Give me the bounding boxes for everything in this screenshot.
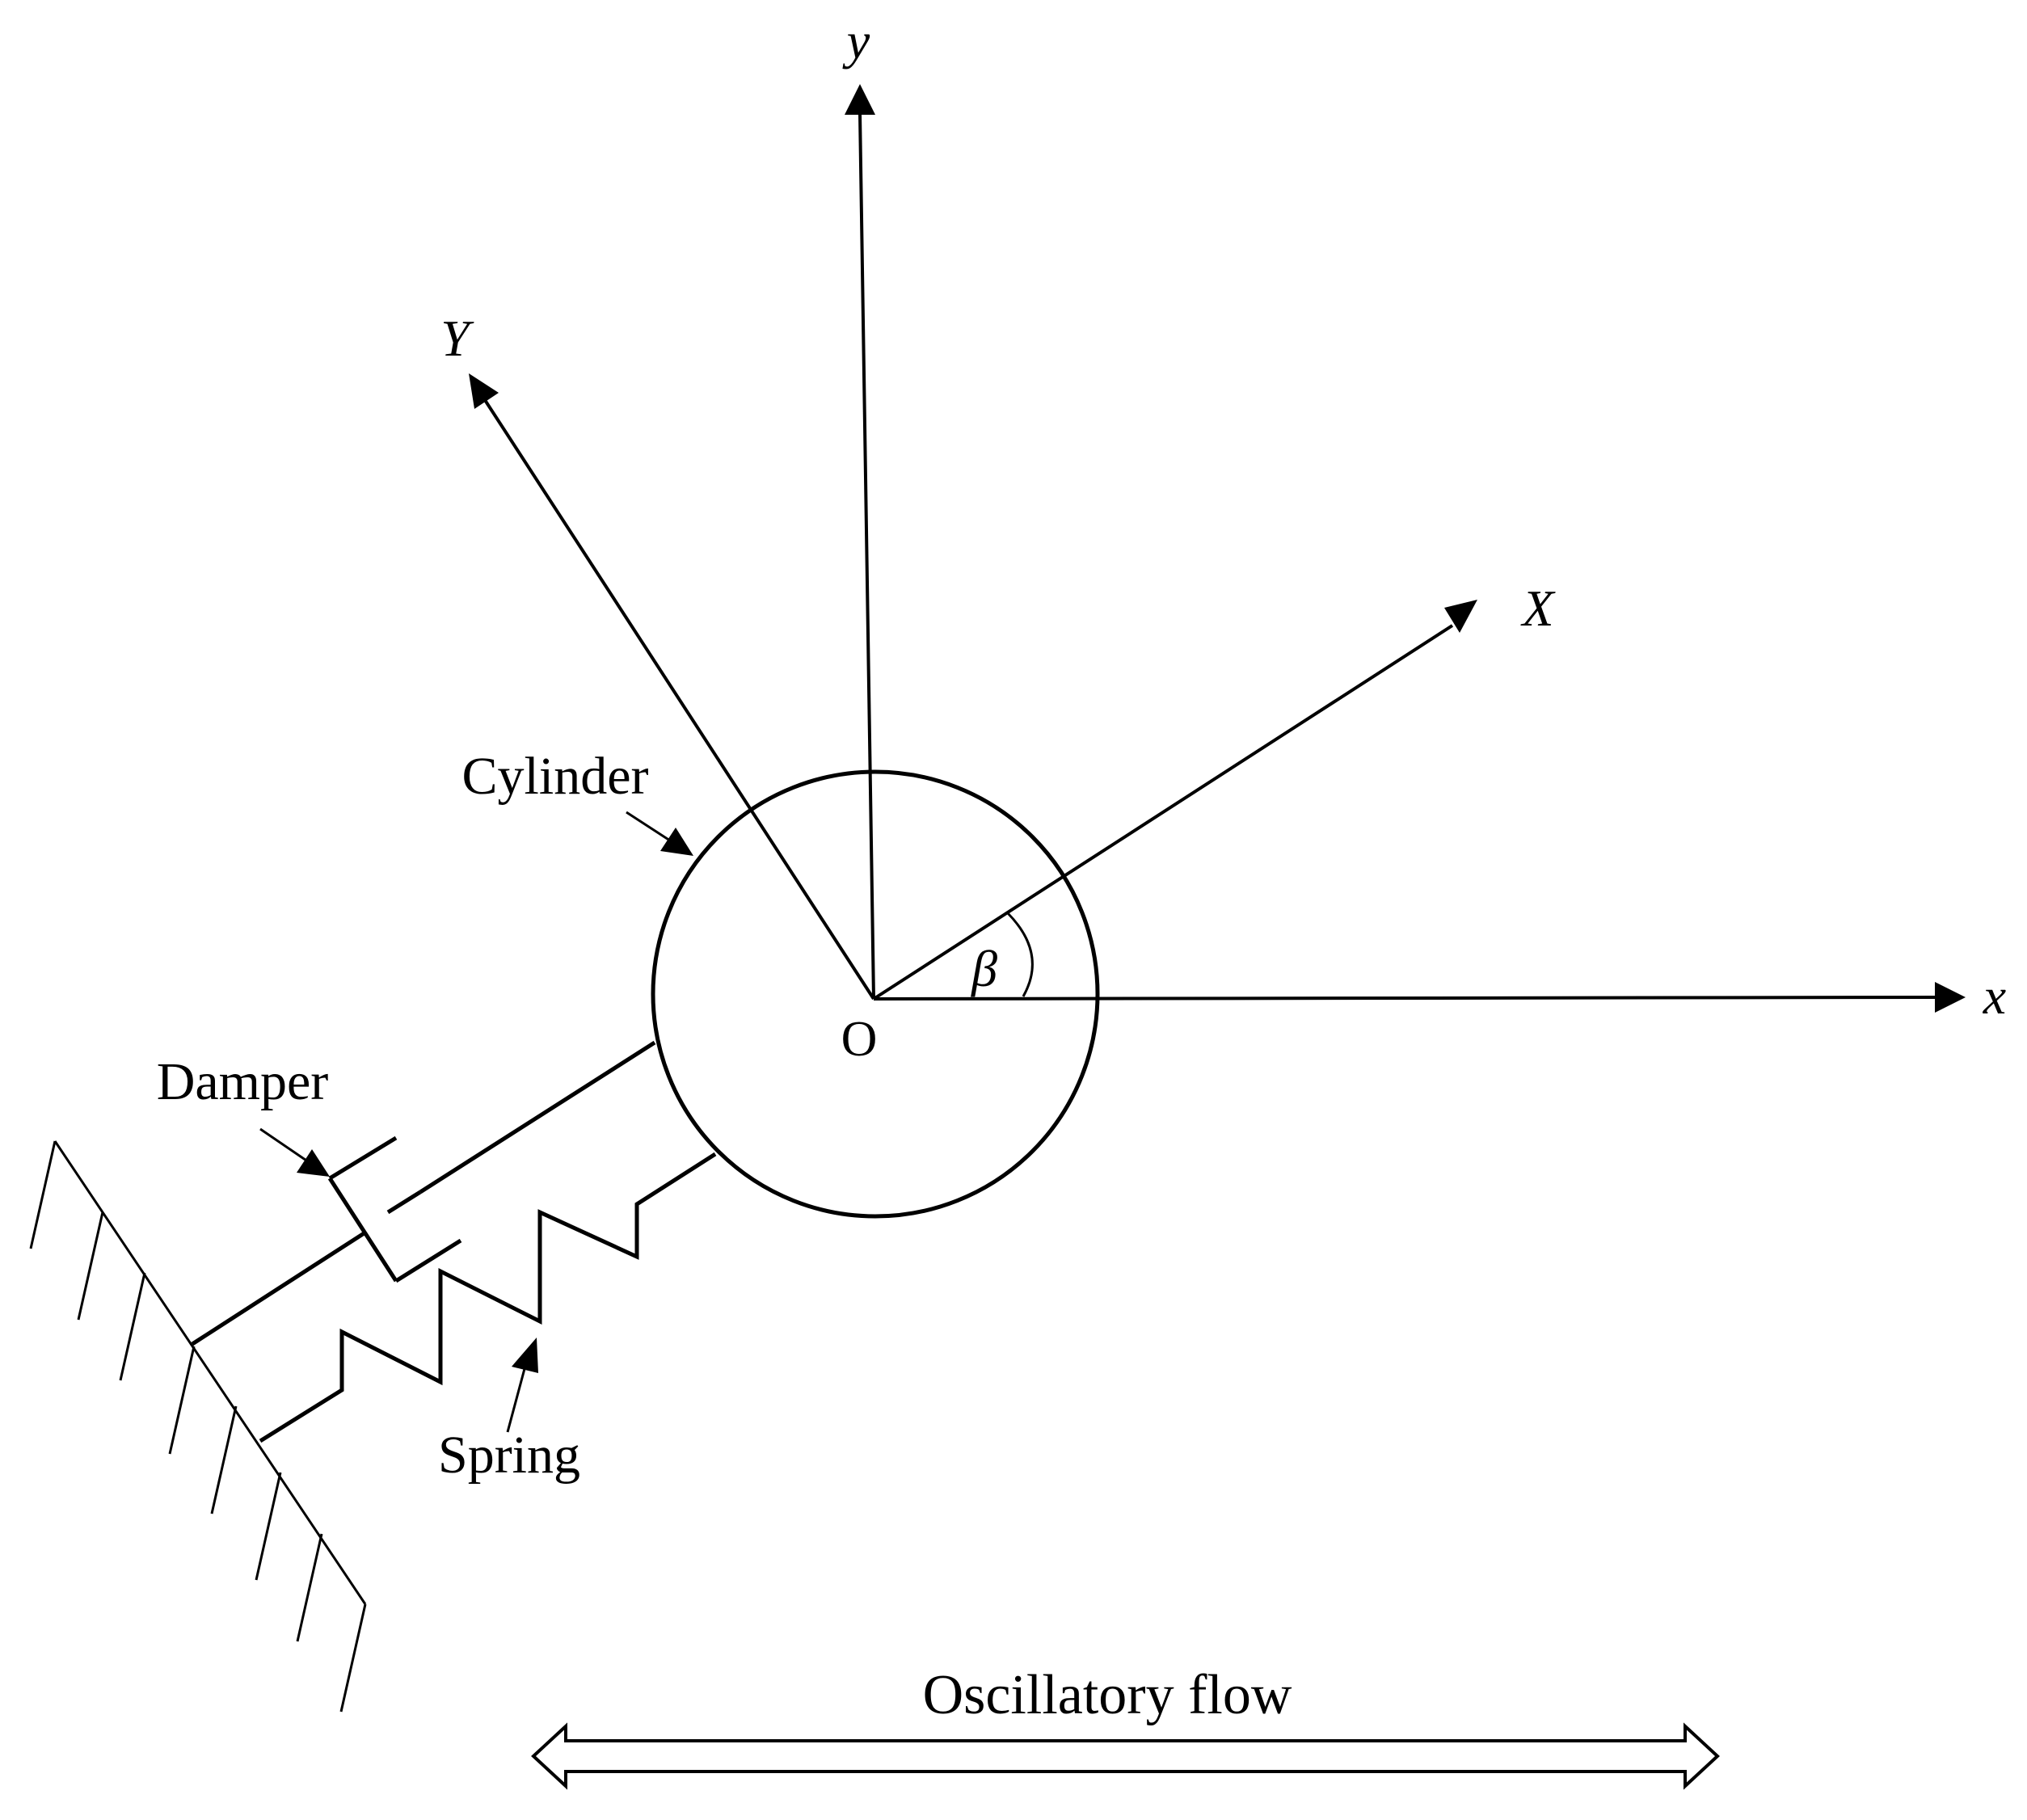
flow-double-arrow: [531, 1722, 1720, 1790]
damper-pointer: [259, 1127, 330, 1177]
spring-pointer: [506, 1338, 538, 1433]
wall: [29, 1140, 367, 1713]
origin-label: O: [841, 1012, 878, 1067]
X-axis-label: X: [1519, 579, 1556, 637]
spring-label: Spring: [438, 1426, 580, 1485]
x-axis-label: x: [1983, 967, 2006, 1025]
flow-label: Oscillatory flow: [923, 1664, 1292, 1726]
x-axis: [873, 982, 1966, 1013]
beta-arc: [1006, 912, 1034, 997]
beta-label: β: [970, 940, 997, 997]
cylinder-circle: [651, 769, 1100, 1219]
y-axis: [845, 84, 875, 1000]
Y-axis: [469, 373, 875, 1001]
Y-axis-label: Y: [440, 310, 474, 367]
y-axis-label: y: [842, 12, 870, 70]
spring: [259, 1152, 717, 1443]
X-axis: [872, 600, 1477, 1001]
damper-label: Damper: [157, 1052, 329, 1111]
cylinder-label: Cylinder: [462, 747, 649, 806]
damper: [191, 1040, 656, 1346]
cylinder-pointer: [626, 811, 693, 856]
